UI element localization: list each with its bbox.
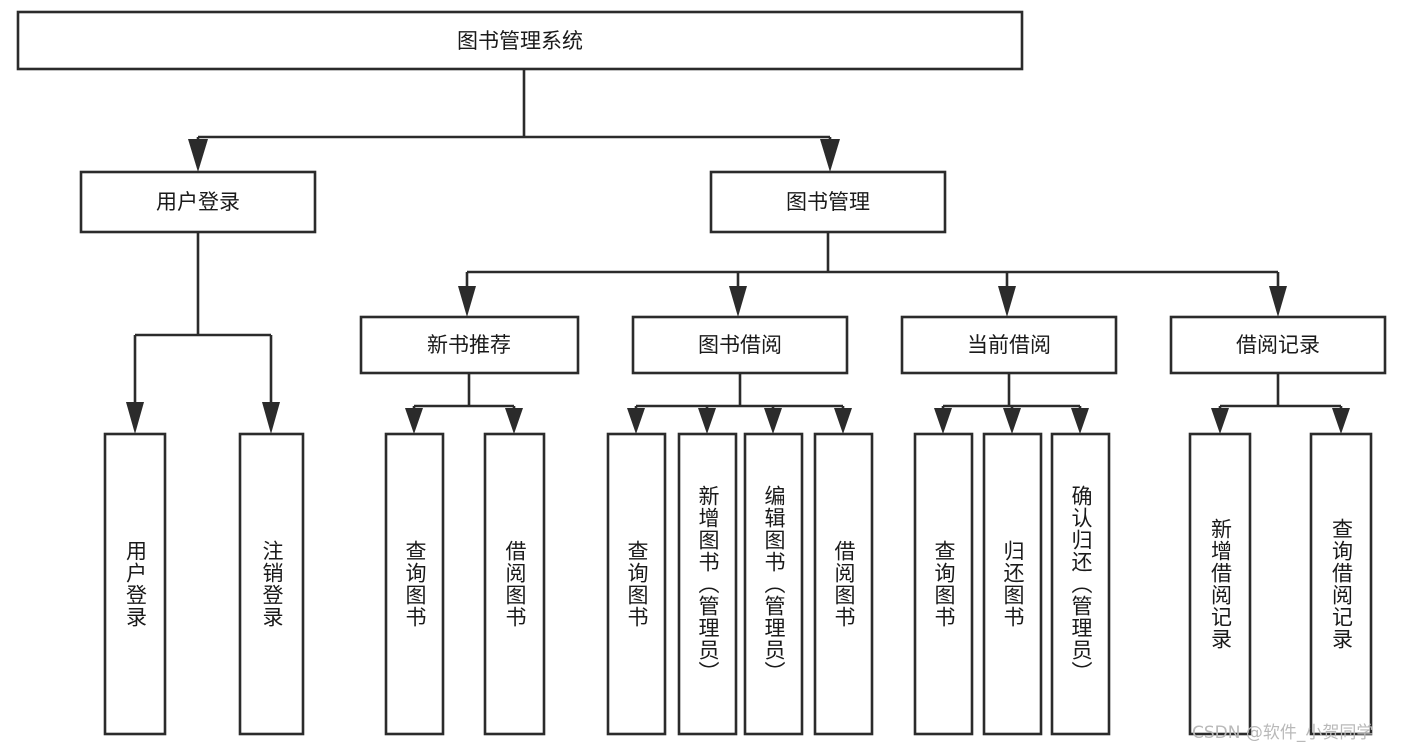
- node-borrow-record[interactable]: 借阅记录: [1169, 315, 1387, 375]
- node-new-book-recommend[interactable]: 新书推荐: [359, 315, 580, 375]
- arrow-head-leaf-user-logout: [262, 402, 280, 434]
- node-root-label: 图书管理系统: [457, 29, 583, 53]
- node-leaf-return-book-box[interactable]: [982, 432, 1043, 736]
- node-leaf-user-login-box[interactable]: [103, 432, 167, 736]
- arrow-head-leaf-query-borrow-record: [1332, 408, 1350, 434]
- node-leaf-query-book-2-box[interactable]: [606, 432, 667, 736]
- arrow-head-leaf-confirm-return: [1071, 408, 1089, 434]
- node-book-management-box[interactable]: [709, 170, 947, 234]
- arrow-head-leaf-borrow-book-2: [834, 408, 852, 434]
- node-leaf-query-book-1-box[interactable]: [384, 432, 445, 736]
- arrow-head-leaf-query-book-1: [405, 408, 423, 434]
- node-user-login-label: 用户登录: [156, 190, 240, 214]
- node-root-box[interactable]: [16, 10, 1024, 71]
- node-current-borrow[interactable]: 当前借阅: [900, 315, 1118, 375]
- arrow-head-leaf-add-borrow-record: [1211, 408, 1229, 434]
- node-book-management[interactable]: 图书管理: [709, 170, 947, 234]
- arrow-head-book-management: [820, 139, 840, 172]
- node-borrow-record-label: 借阅记录: [1236, 333, 1320, 357]
- connector-group-current-borrow: [934, 373, 1089, 434]
- arrow-head-leaf-borrow-book-1: [505, 408, 523, 434]
- arrow-head-leaf-query-book-3: [934, 408, 952, 434]
- connector-group-root: [188, 69, 840, 172]
- node-leaf-add-borrow-record-box[interactable]: [1188, 432, 1252, 736]
- node-leaf-query-book-3-box[interactable]: [913, 432, 974, 736]
- node-book-management-label: 图书管理: [786, 190, 870, 214]
- node-book-borrow-label: 图书借阅: [698, 333, 782, 357]
- node-leaf-borrow-book-1-box[interactable]: [483, 432, 546, 736]
- node-book-borrow-box[interactable]: [631, 315, 849, 375]
- node-user-login[interactable]: 用户登录: [79, 170, 317, 234]
- node-leaf-add-book-admin-box[interactable]: [677, 432, 738, 736]
- node-new-book-recommend-box[interactable]: [359, 315, 580, 375]
- node-new-book-recommend-label: 新书推荐: [427, 333, 511, 357]
- node-user-login-box[interactable]: [79, 170, 317, 234]
- arrow-head-leaf-add-book-admin: [698, 408, 716, 434]
- node-borrow-record-box[interactable]: [1169, 315, 1387, 375]
- arrow-head-leaf-edit-book-admin: [764, 408, 782, 434]
- connector-group-borrow-record: [1211, 373, 1350, 434]
- node-root[interactable]: 图书管理系统: [16, 10, 1024, 71]
- node-current-borrow-label: 当前借阅: [967, 333, 1051, 357]
- node-leaf-user-logout-box[interactable]: [238, 432, 305, 736]
- arrow-head-leaf-return-book: [1003, 408, 1021, 434]
- connector-group-user-login: [126, 232, 280, 434]
- node-leaf-query-borrow-record-box[interactable]: [1309, 432, 1373, 736]
- connector-group-book-borrow: [627, 373, 852, 434]
- arrow-head-borrow-record: [1269, 286, 1287, 317]
- connector-group-new-book-recommend: [405, 373, 523, 434]
- node-leaf-borrow-book-2-box[interactable]: [813, 432, 874, 736]
- arrow-head-user-login: [188, 139, 208, 172]
- arrow-head-new-book-recommend: [458, 286, 476, 317]
- arrow-head-book-borrow: [729, 286, 747, 317]
- csdn-watermark: CSDN @软件_小贺同学: [1192, 723, 1374, 743]
- arrow-head-leaf-query-book-2: [627, 408, 645, 434]
- node-current-borrow-box[interactable]: [900, 315, 1118, 375]
- arrow-head-leaf-user-login: [126, 402, 144, 434]
- node-leaf-confirm-return-box[interactable]: [1050, 432, 1111, 736]
- node-leaf-edit-book-admin-box[interactable]: [743, 432, 804, 736]
- connector-group-book-management: [458, 232, 1287, 317]
- arrow-head-current-borrow: [998, 286, 1016, 317]
- node-book-borrow[interactable]: 图书借阅: [631, 315, 849, 375]
